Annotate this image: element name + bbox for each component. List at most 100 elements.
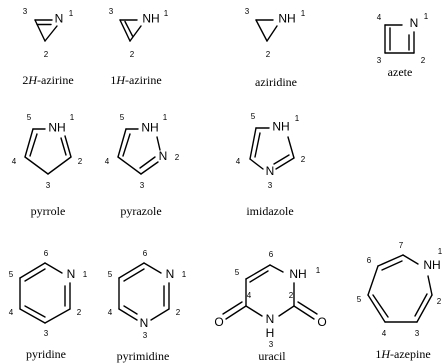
imidazole-locant: 4 — [236, 157, 241, 166]
uracil-atom-h: H — [266, 326, 275, 340]
imidazole-locant: 1 — [295, 114, 300, 123]
pyridine-name: pyridine — [26, 347, 66, 361]
1h-azepine-name: 1H-azepine — [375, 347, 430, 361]
aziridine-name: aziridine — [255, 75, 297, 89]
uracil-locant: 4 — [247, 291, 252, 300]
uracil-atom-n: N — [266, 312, 275, 326]
1h-azirine-bonds — [119, 19, 142, 42]
aziridine-atom-nh: NH — [278, 12, 295, 26]
2h-azirine-name: 2H-azirine — [22, 73, 73, 87]
molecule-2h-azirine: N 3 1 2 2H-azirine — [22, 7, 73, 87]
2h-azirine-bonds — [34, 19, 58, 42]
uracil-atom-nh: NH — [289, 267, 306, 281]
pyrrole-locant: 4 — [12, 157, 17, 166]
pyrimidine-locant: 2 — [176, 308, 181, 317]
azete-bonds — [384, 24, 415, 54]
1h-azirine-atom-nh: NH — [142, 12, 159, 26]
aziridine-locant: 2 — [266, 50, 271, 59]
pyrimidine-name: pyrimidine — [117, 349, 170, 363]
imidazole-locant: 2 — [301, 155, 306, 164]
1h-azepine-locant: 6 — [367, 256, 372, 265]
1h-azirine-locant: 1 — [164, 9, 169, 18]
molecule-1h-azepine: NH 7 6 1 5 2 4 3 1H-azepine — [357, 241, 443, 361]
pyridine-locant: 2 — [77, 308, 82, 317]
imidazole-atom-n: N — [266, 164, 275, 178]
pyrrole-locant: 1 — [70, 113, 75, 122]
1h-azepine-locant: 4 — [382, 329, 387, 338]
pyrazole-bonds — [117, 128, 161, 175]
pyridine-atom-n: N — [67, 267, 76, 281]
molecule-pyrrole: NH 5 1 4 2 3 pyrrole — [12, 113, 83, 218]
pyrimidine-bonds — [118, 262, 170, 321]
pyridine-locant: 1 — [83, 270, 88, 279]
uracil-locant: 5 — [235, 268, 240, 277]
pyrrole-locant: 2 — [78, 157, 83, 166]
1h-azepine-locant: 2 — [437, 297, 442, 306]
uracil-locant: 2 — [289, 291, 294, 300]
pyrrole-locant: 5 — [27, 113, 32, 122]
pyridine-locant: 3 — [44, 329, 49, 338]
pyrazole-locant: 1 — [163, 113, 168, 122]
pyrimidine-atom-n3: N — [140, 316, 149, 330]
pyridine-bonds — [19, 262, 71, 324]
pyrrole-atom-nh: NH — [48, 121, 65, 135]
1h-azepine-atom-nh: NH — [423, 258, 440, 272]
imidazole-bonds — [249, 127, 295, 170]
2h-azirine-locant: 2 — [44, 50, 49, 59]
molecule-pyrazole: NH N 5 1 4 2 3 pyrazole — [105, 113, 180, 218]
pyridine-locant: 4 — [9, 308, 14, 317]
molecule-imidazole: NH N 5 1 4 2 3 imidazole — [236, 112, 306, 218]
pyrrole-locant: 3 — [46, 181, 51, 190]
imidazole-name: imidazole — [246, 204, 293, 218]
uracil-locant: 3 — [269, 340, 274, 349]
imidazole-atom-nh: NH — [272, 120, 289, 134]
uracil-locant: 6 — [269, 250, 274, 259]
imidazole-locant: 5 — [251, 112, 256, 121]
azete-name: azete — [388, 65, 413, 79]
pyridine-locant: 5 — [9, 270, 14, 279]
pyrazole-locant: 5 — [120, 113, 125, 122]
molecule-pyridine: N 6 5 1 4 2 3 pyridine — [9, 249, 88, 361]
pyrimidine-locant: 1 — [182, 270, 187, 279]
molecule-pyrimidine: N N 6 5 1 4 2 3 pyrimidine — [108, 249, 187, 363]
1h-azirine-name: 1H-azirine — [110, 73, 161, 87]
pyrimidine-atom-n1: N — [166, 267, 175, 281]
uracil-name: uracil — [258, 349, 286, 363]
pyrrole-name: pyrrole — [31, 204, 66, 218]
pyrimidine-locant: 5 — [108, 270, 113, 279]
pyrazole-locant: 3 — [140, 181, 145, 190]
azete-atom-n: N — [410, 16, 419, 30]
azete-locant: 2 — [421, 56, 426, 65]
1h-azepine-locant: 1 — [438, 247, 443, 256]
2h-azirine-locant: 3 — [23, 7, 28, 16]
2h-azirine-atom-n: N — [55, 12, 64, 26]
pyrimidine-locant: 6 — [143, 249, 148, 258]
molecule-uracil: NH N H O O 6 5 1 4 2 3 uracil — [214, 250, 326, 363]
1h-azepine-locant: 7 — [399, 241, 404, 250]
pyridine-locant: 6 — [44, 249, 49, 258]
pyrazole-name: pyrazole — [120, 204, 161, 218]
pyrazole-locant: 2 — [175, 153, 180, 162]
uracil-bonds — [222, 264, 318, 320]
1h-azepine-bonds — [367, 254, 433, 323]
aziridine-locant: 1 — [301, 9, 306, 18]
1h-azepine-locant: 3 — [415, 329, 420, 338]
molecule-aziridine: NH 3 1 2 aziridine — [245, 7, 306, 89]
2h-azirine-locant: 1 — [69, 9, 74, 18]
pyrazole-locant: 4 — [105, 157, 110, 166]
pyrimidine-locant: 4 — [108, 308, 113, 317]
azete-locant: 3 — [377, 56, 382, 65]
molecule-azete: N 4 1 3 2 azete — [377, 12, 429, 79]
molecule-1h-azirine: NH 3 1 2 1H-azirine — [109, 7, 169, 87]
aziridine-bonds — [255, 19, 278, 42]
aziridine-locant: 3 — [245, 7, 250, 16]
1h-azepine-locant: 5 — [357, 295, 362, 304]
1h-azirine-locant: 3 — [109, 7, 114, 16]
azete-locant: 4 — [377, 13, 382, 22]
pyrrole-bonds — [24, 128, 72, 175]
1h-azirine-locant: 2 — [130, 50, 135, 59]
pyrazole-atom-n: N — [159, 149, 168, 163]
pyrimidine-locant: 3 — [143, 331, 148, 340]
imidazole-locant: 3 — [268, 181, 273, 190]
